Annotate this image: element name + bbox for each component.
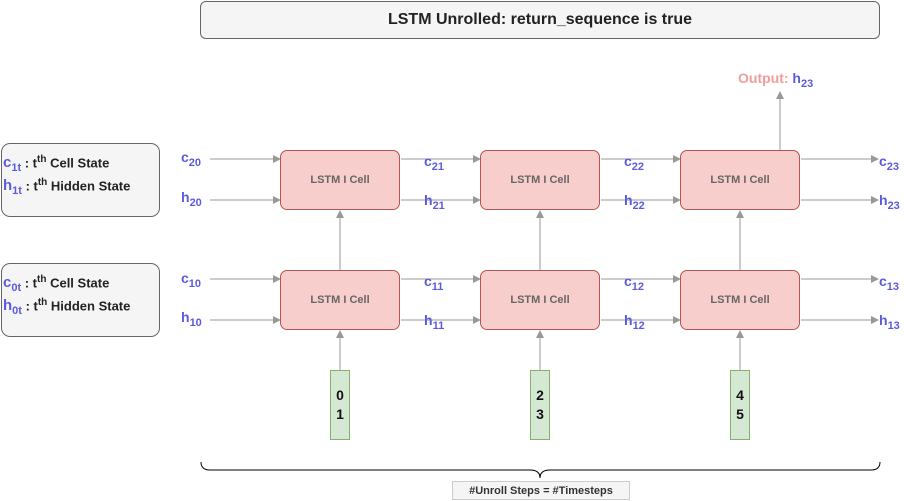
lstm-cell-layer1-step3: LSTM I Cell xyxy=(680,150,800,210)
label-h23: h23 xyxy=(879,192,900,212)
legend-cell-state: c1t : tth Cell State xyxy=(3,154,110,175)
unroll-steps-label: #Unroll Steps = #Timesteps xyxy=(452,481,630,500)
label-c13: c13 xyxy=(879,273,900,293)
label-c21: c21 xyxy=(424,153,445,173)
output-label: Output: h23 xyxy=(738,70,814,90)
label-h12: h12 xyxy=(624,312,645,332)
label-c23: c23 xyxy=(879,153,900,173)
legend-hidden-state: h1t : tth Hidden State xyxy=(3,177,131,198)
label-h11: h11 xyxy=(424,312,445,332)
curly-brace xyxy=(200,461,881,479)
label-c11: c11 xyxy=(424,273,444,293)
label-c22: c22 xyxy=(624,153,645,173)
lstm-cell-layer0-step1: LSTM I Cell xyxy=(280,270,400,330)
lstm-cell-layer1-step1: LSTM I Cell xyxy=(280,150,400,210)
legend-hidden-state: h0t : tth Hidden State xyxy=(3,297,131,318)
label-h10: h10 xyxy=(181,309,202,329)
legend-cell-state: c0t : tth Cell State xyxy=(3,274,110,295)
label-h20: h20 xyxy=(181,189,202,209)
lstm-cell-layer1-step2: LSTM I Cell xyxy=(480,150,600,210)
label-h21: h21 xyxy=(424,192,445,212)
page-title: LSTM Unrolled: return_sequence is true xyxy=(200,1,880,39)
label-c10: c10 xyxy=(181,270,202,290)
label-c20: c20 xyxy=(181,149,202,169)
legend-layer-0: c0t : tth Cell State h0t : tth Hidden St… xyxy=(1,263,160,337)
label-c12: c12 xyxy=(624,273,645,293)
lstm-cell-layer0-step3: LSTM I Cell xyxy=(680,270,800,330)
label-h22: h22 xyxy=(624,192,645,212)
legend-layer-1: c1t : tth Cell State h1t : tth Hidden St… xyxy=(1,143,160,217)
label-h13: h13 xyxy=(879,312,900,332)
lstm-cell-layer0-step2: LSTM I Cell xyxy=(480,270,600,330)
